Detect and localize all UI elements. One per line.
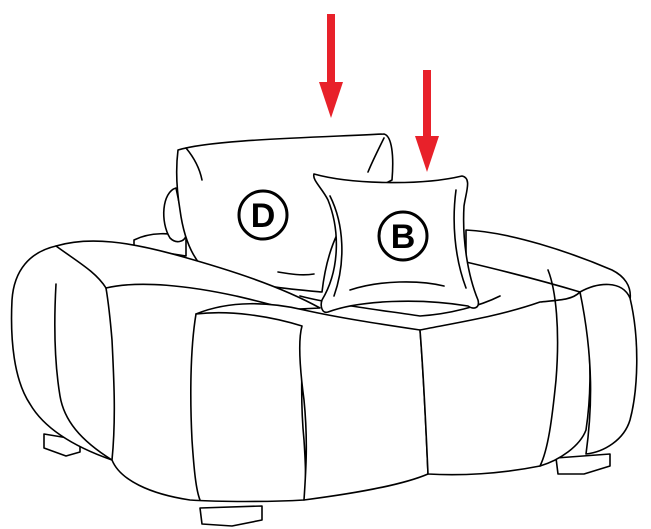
seat-cushion-right (420, 292, 590, 475)
arrow-1-head (319, 82, 343, 118)
arrow-2-shaft (423, 70, 431, 138)
sofa-seat (106, 284, 590, 501)
arrow-2-head (415, 136, 439, 172)
arrow-down-icon (319, 14, 343, 118)
front-pillow: B (314, 174, 479, 312)
foot-right (556, 454, 610, 474)
arrow-down-icon (415, 70, 439, 172)
foot-front (200, 506, 262, 526)
back-pillow-label: D (251, 197, 276, 235)
arrow-1-shaft (327, 14, 335, 84)
front-pillow-label: B (391, 218, 416, 256)
